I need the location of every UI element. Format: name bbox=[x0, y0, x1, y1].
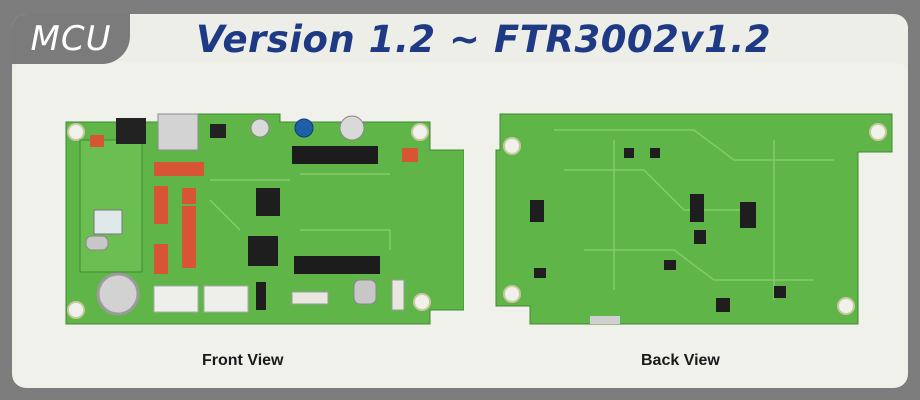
mcu-tag-label: MCU bbox=[30, 19, 112, 59]
front-board-image bbox=[60, 110, 464, 332]
page-title: Version 1.2 ~ FTR3002v1.2 bbox=[196, 18, 772, 61]
circuit-board-back-icon bbox=[495, 113, 893, 325]
circuit-board-front-icon bbox=[65, 113, 464, 325]
front-view-caption: Front View bbox=[202, 352, 284, 369]
mcu-tag: MCU bbox=[12, 14, 130, 64]
back-board-image bbox=[494, 110, 896, 332]
back-view-caption: Back View bbox=[641, 352, 720, 369]
